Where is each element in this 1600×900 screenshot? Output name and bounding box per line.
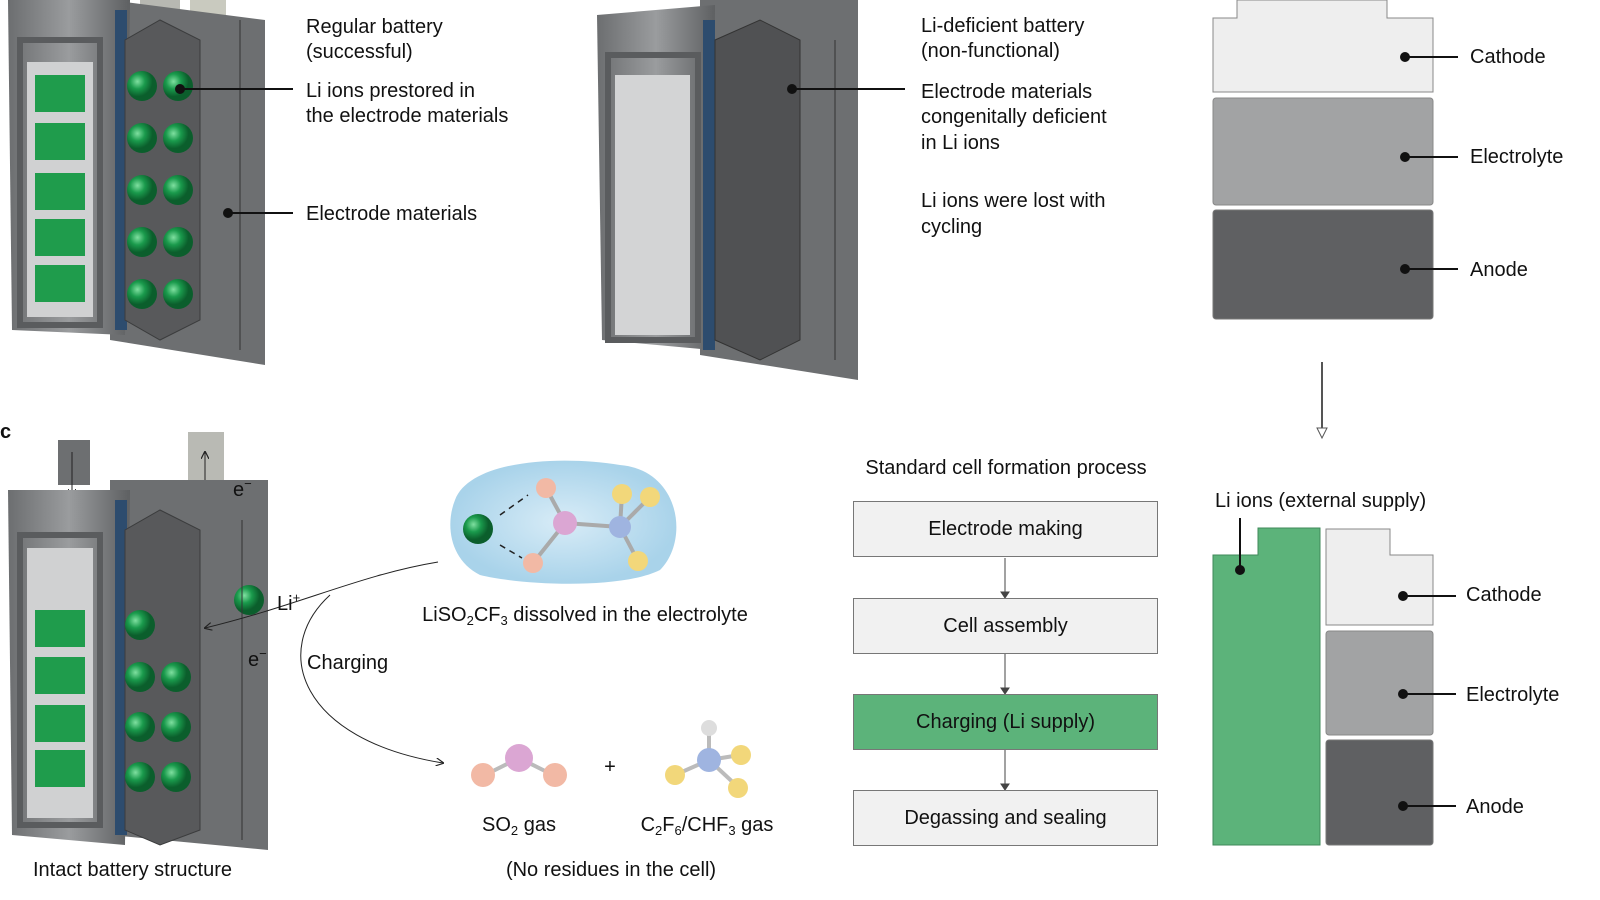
bottom-electrolyte-label: Electrolyte [1466,684,1560,706]
top-electrolyte-label: Electrolyte [1470,146,1564,168]
charging-label: Charging [307,652,389,674]
cell-stack-top [1212,0,1458,440]
deficient-label-1: Electrode materials [921,81,1093,103]
panel-b-leader [787,84,905,94]
panel-a-leaders [175,84,293,218]
salt-caption: LiSO2CF3 dissolved in the electrolyte [422,604,748,628]
so2-caption: SO2 gas [482,814,556,838]
regular-battery-title: Regular battery [306,16,443,38]
cf-gas-caption: C2F6/CHF3 gas [640,814,774,838]
deficient-label-3: in Li ions [921,132,1000,154]
no-residue-caption: (No residues in the cell) [505,859,717,881]
top-cathode-label: Cathode [1470,46,1546,68]
electron-label-bottom: e− [248,646,267,671]
lost-label-1: Li ions were lost with [921,190,1106,212]
cf3-molecule [665,720,751,798]
li-supply-label: Li ions (external supply) [1215,490,1427,512]
charging-arrow [300,594,443,763]
intact-battery-illustration [8,432,268,850]
cell-stack-bottom [1212,518,1456,846]
li-deficient-status: (non-functional) [921,40,1060,62]
battery-caption: Intact battery structure [33,859,232,881]
regular-battery-illustration [8,0,265,365]
bottom-anode-label: Anode [1466,796,1524,818]
li-deficient-title: Li-deficient battery [921,15,1085,37]
li-ion-spheres [127,71,193,309]
lost-label-2: cycling [921,216,983,238]
regular-battery-status: (successful) [306,41,413,63]
liso2cf3-molecule [450,460,677,584]
flow-step-degassing: Degassing and sealing [853,790,1158,846]
bottom-cathode-label: Cathode [1466,584,1542,606]
plus-sign: + [604,756,616,778]
charge-bars [35,75,85,302]
li-deficient-battery-illustration [597,0,858,380]
flow-title: Standard cell formation process [865,457,1147,479]
deficient-label-2: congenitally deficient [921,106,1107,128]
li-ion-label: Li+ [277,590,301,615]
top-anode-label: Anode [1470,259,1528,281]
li-supply-arrow [205,561,439,628]
li-prestored-label-2: the electrode materials [306,105,509,127]
flow-step-charging: Charging (Li supply) [853,694,1158,750]
electron-label-top: e− [233,476,252,501]
free-li-ion [234,585,264,615]
flow-step-cell-assembly: Cell assembly [853,598,1158,654]
electrode-materials-label: Electrode materials [306,203,478,225]
flow-step-electrode-making: Electrode making [853,501,1158,557]
so2-molecule [471,744,567,787]
flow-arrows [1000,558,1010,791]
panel-c-letter: c [0,421,12,443]
li-prestored-label-1: Li ions prestored in [306,80,475,102]
